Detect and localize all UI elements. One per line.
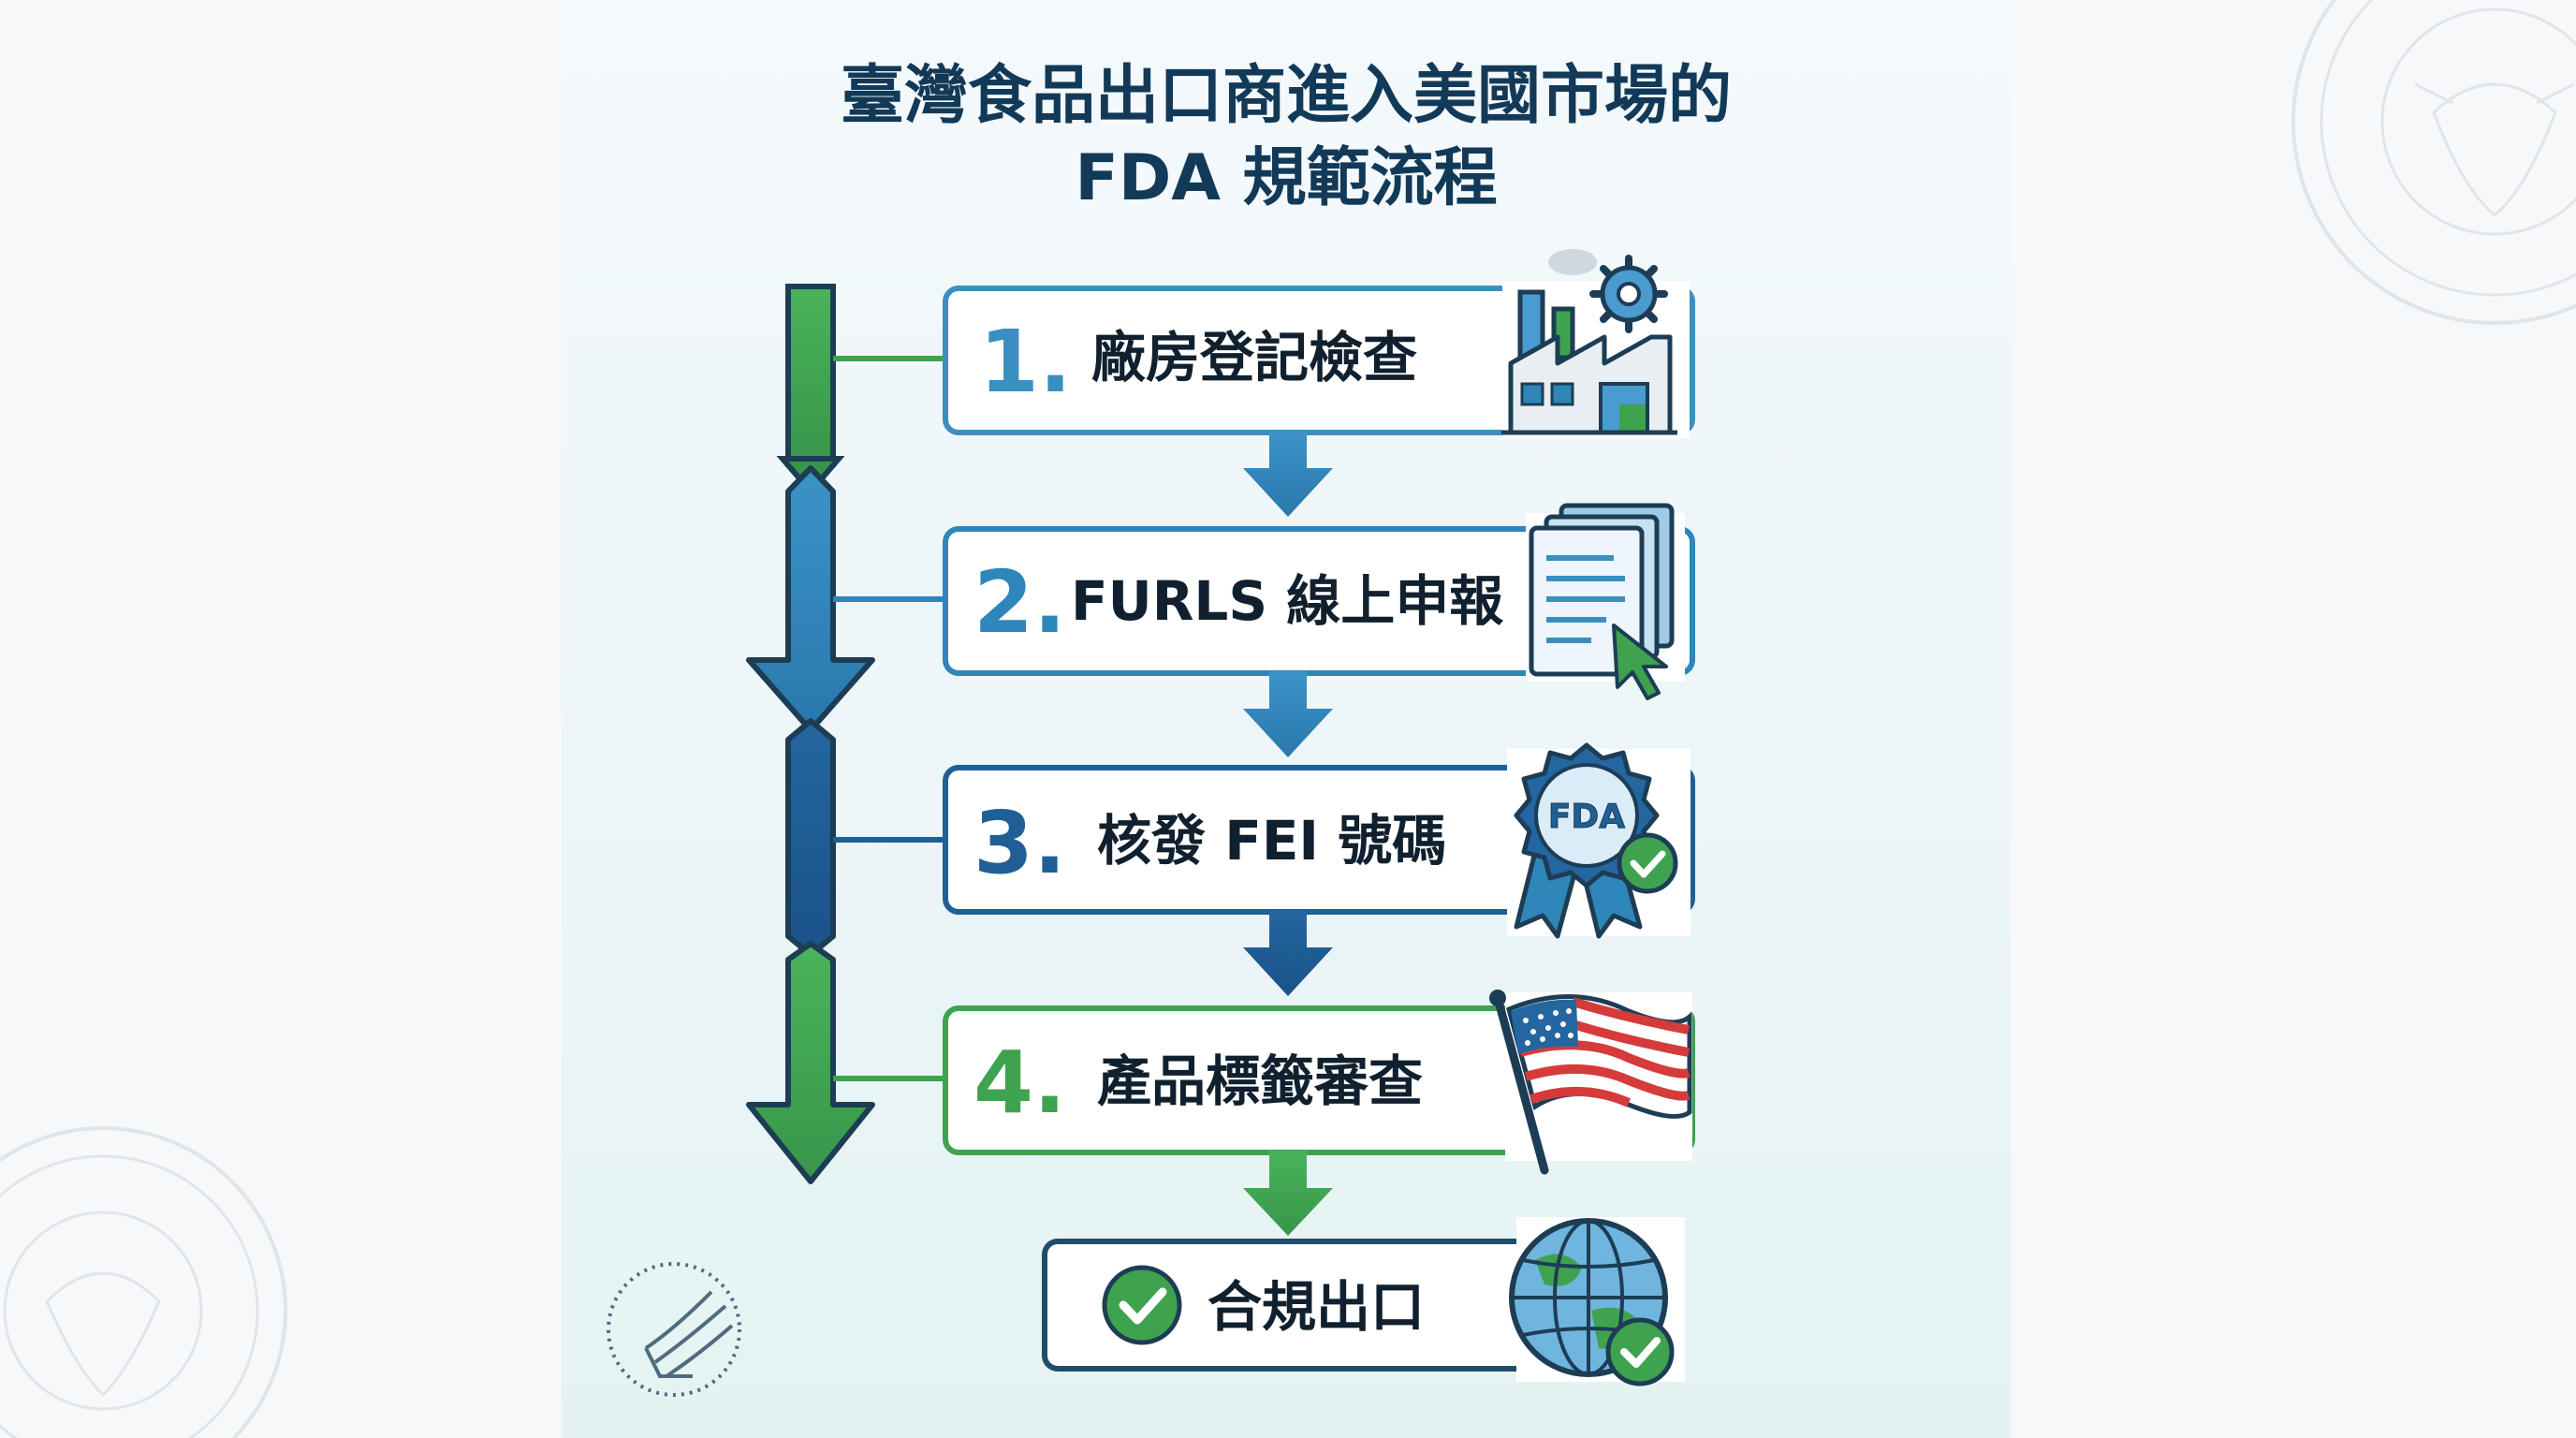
globe-check-icon — [1509, 1217, 1685, 1387]
fda-badge-icon: FDA — [1507, 742, 1690, 939]
down-arrow-2 — [1243, 671, 1333, 757]
step-2-label: FURLS 線上申報 — [1071, 569, 1503, 633]
step-4-label: 產品標籤審查 — [1097, 1049, 1423, 1113]
step-1-box: 1. 廠房登記檢查 — [943, 249, 1695, 438]
step-2-box: 2. FURLS 線上申報 — [943, 503, 1695, 700]
arrow-segment-green-bottom — [746, 941, 875, 1184]
title-line-2: FDA 規範流程 — [1075, 141, 1498, 215]
final-box: 合規出口 — [1042, 1217, 1685, 1387]
document-cursor-icon — [1526, 503, 1685, 700]
down-arrow-1 — [1243, 431, 1333, 517]
step-3-number: 3. — [973, 793, 1066, 893]
fda-badge-text: FDA — [1548, 798, 1625, 836]
down-arrow-3 — [1243, 910, 1333, 996]
step-3-box: 3. 核發 FEI 號碼 FDA — [943, 742, 1695, 939]
step-1-label: 廠房登記檢查 — [1091, 326, 1417, 389]
step-1-number: 1. — [979, 312, 1072, 412]
factory-icon — [1501, 249, 1690, 438]
title-line-1: 臺灣食品出口商進入美國市場的 — [840, 59, 1732, 133]
check-circle-icon — [1102, 1265, 1182, 1345]
step-3-label: 核發 FEI 號碼 — [1097, 809, 1446, 873]
arrow-segment-dark-blue — [785, 718, 836, 958]
seal-watermark-bottom-left — [0, 1126, 287, 1438]
step-2-number: 2. — [973, 552, 1066, 653]
hhs-logo-watermark — [607, 1262, 741, 1397]
seal-watermark-top-right — [2291, 0, 2576, 325]
arrow-segment-green-top — [776, 284, 845, 496]
step-connectors — [833, 356, 945, 1081]
step-4-number: 4. — [973, 1033, 1066, 1133]
us-flag-icon — [1489, 990, 1692, 1175]
final-label: 合規出口 — [1208, 1275, 1425, 1339]
arrow-segment-blue — [746, 465, 875, 733]
down-arrow-4 — [1243, 1151, 1333, 1236]
step-4-box: 4. 產品標籤審查 — [943, 990, 1695, 1175]
left-progress-arrow — [746, 284, 875, 1184]
